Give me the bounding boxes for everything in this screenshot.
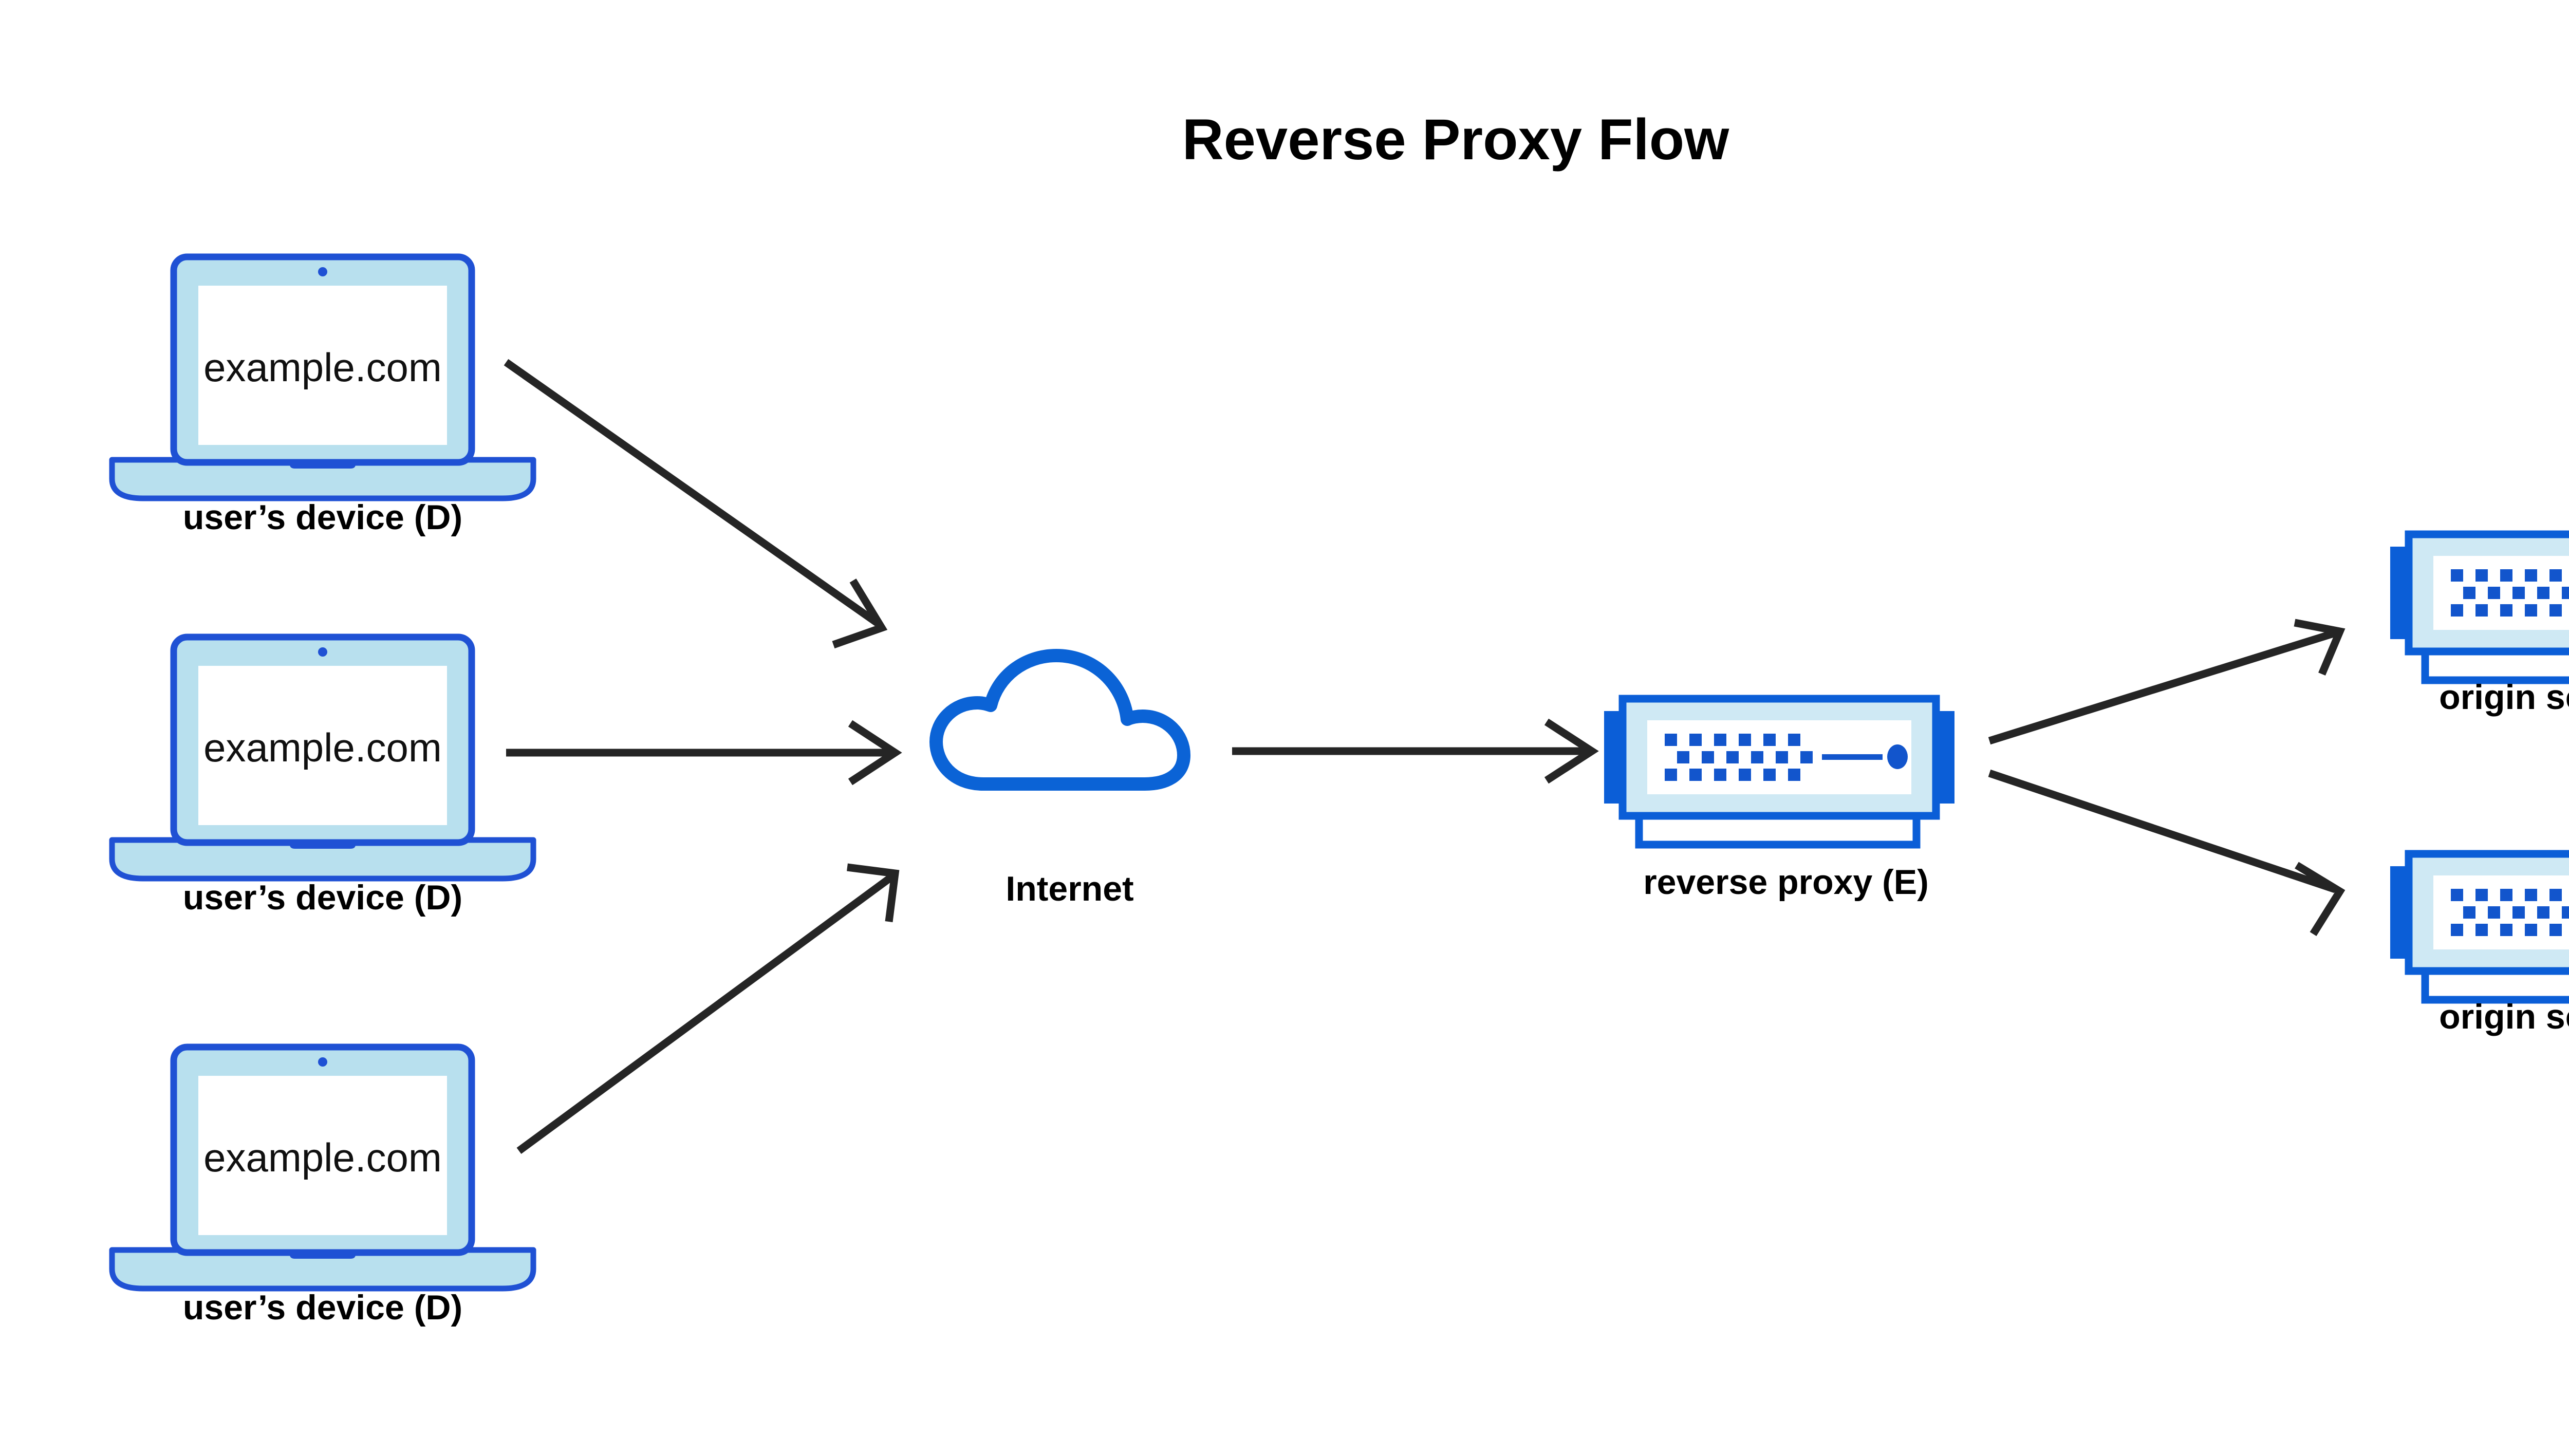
node-client-middle[interactable]: example.com user’s device (D) (112, 637, 533, 917)
client-middle-label: user’s device (D) (183, 878, 462, 917)
node-client-top[interactable]: example.com user’s device (D) (112, 257, 533, 537)
page-title: Reverse Proxy Flow (1182, 107, 1729, 172)
client-middle-screen-text: example.com (203, 725, 442, 770)
server-icon (2390, 854, 2569, 1000)
cloud-icon (936, 656, 1184, 784)
node-client-bottom[interactable]: example.com user’s device (D) (112, 1047, 533, 1327)
arrow-client-bottom-to-internet (516, 863, 900, 1154)
internet-label: Internet (1006, 869, 1133, 908)
arrow-client-top-to-internet (504, 359, 888, 649)
node-origin-top[interactable]: origin server (F) (2390, 534, 2569, 717)
edge-group (504, 359, 2345, 1154)
client-bottom-label: user’s device (D) (183, 1288, 462, 1327)
arrow-reverse-proxy-to-origin-top (1988, 619, 2345, 745)
client-top-label: user’s device (D) (183, 498, 462, 537)
arrow-internet-to-reverse-proxy (1232, 718, 1599, 784)
origin-top-label: origin server (F) (2439, 678, 2569, 717)
server-icon (1604, 699, 1954, 845)
origin-bottom-label: origin server (F) (2439, 997, 2569, 1036)
arrow-reverse-proxy-to-origin-bottom (1988, 769, 2345, 936)
node-reverse-proxy[interactable]: reverse proxy (E) (1604, 699, 1954, 902)
node-internet[interactable]: Internet (936, 656, 1184, 908)
client-top-screen-text: example.com (203, 345, 442, 390)
reverse-proxy-label: reverse proxy (E) (1643, 863, 1929, 902)
server-icon (2390, 534, 2569, 680)
node-origin-bottom[interactable]: origin server (F) (2390, 854, 2569, 1036)
arrow-client-middle-to-internet (506, 720, 902, 786)
client-bottom-screen-text: example.com (203, 1135, 442, 1180)
